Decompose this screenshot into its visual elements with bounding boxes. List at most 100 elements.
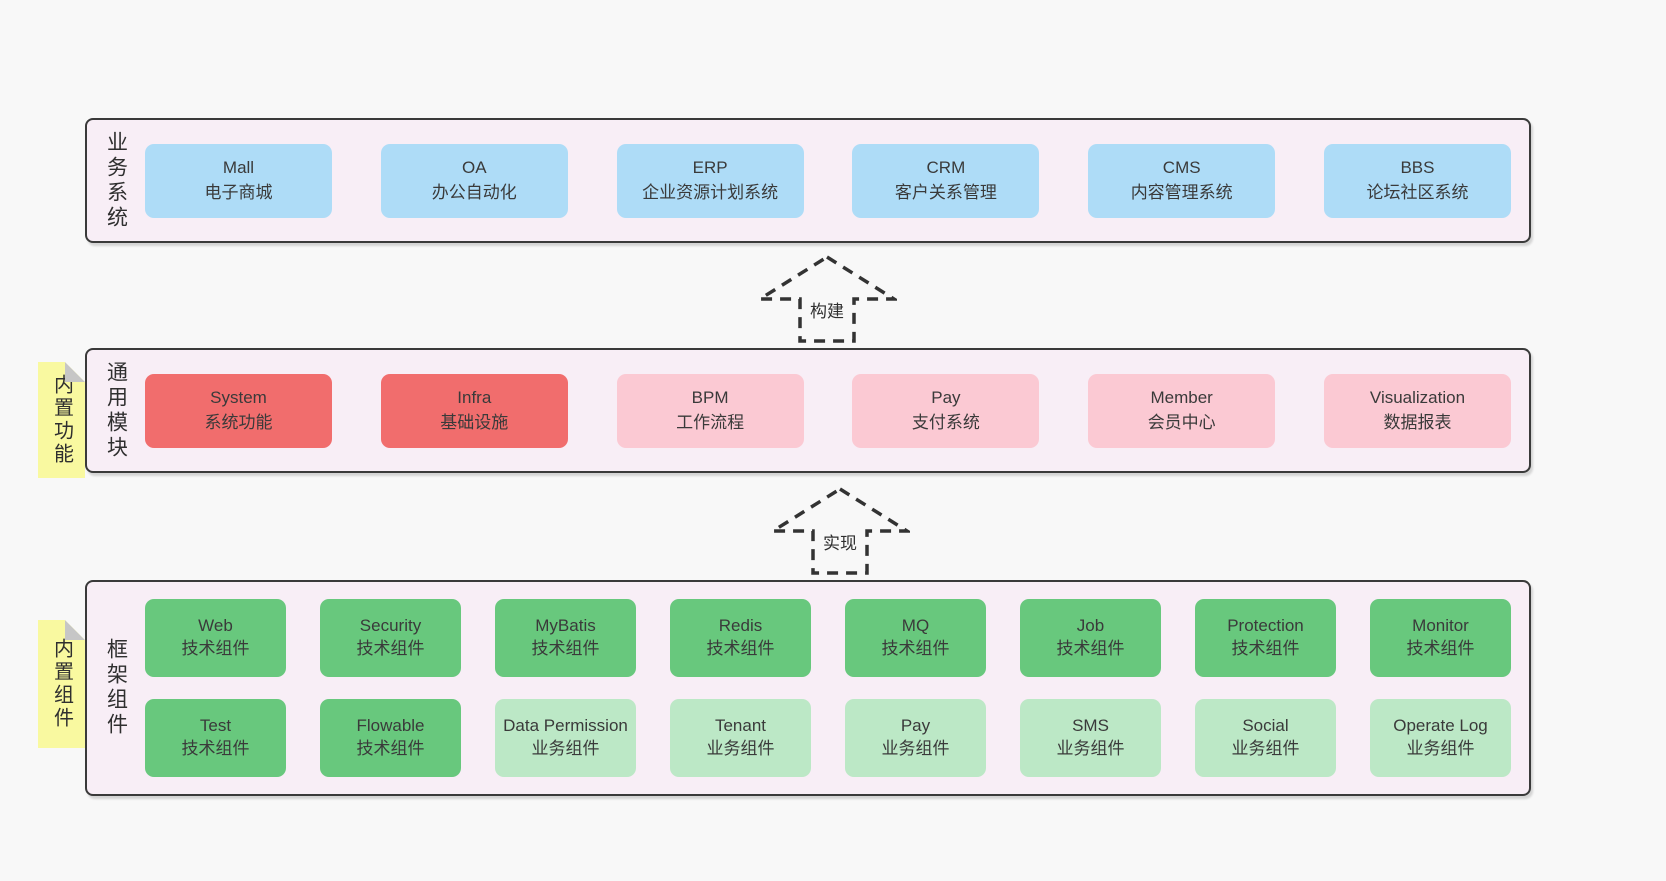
box-subtitle: 内容管理系统 xyxy=(1130,182,1233,202)
box-title: Flowable xyxy=(356,716,425,736)
arrow-build-label: 构建 xyxy=(806,296,848,323)
box-visualization: Visualization 数据报表 xyxy=(1323,373,1511,448)
box-subtitle: 支付系统 xyxy=(911,412,980,432)
box-title: BPM xyxy=(691,388,729,408)
box-subtitle: 业务组件 xyxy=(1231,739,1300,758)
box-subtitle: 技术组件 xyxy=(181,739,250,758)
box-title: Security xyxy=(359,616,422,636)
box-subtitle: 客户关系管理 xyxy=(894,182,997,202)
box-subtitle: 系统功能 xyxy=(204,412,273,432)
box-title: Data Permission xyxy=(503,716,628,736)
box-crm: CRM 客户关系管理 xyxy=(852,143,1040,218)
box-subtitle: 企业资源计划系统 xyxy=(642,182,779,202)
box-title: System xyxy=(210,388,267,408)
box-title: Operate Log xyxy=(1393,716,1488,736)
modules-box-rows: System 系统功能 Infra 基础设施 BPM 工作流程 Pay 支付系统 Member 会… xyxy=(145,350,1529,471)
box-redis: Redis 技术组件 xyxy=(670,599,811,677)
sticky-note-builtin-components: 内置组件 xyxy=(38,620,85,748)
box-operate-log: Operate Log 业务组件 xyxy=(1370,699,1511,777)
box-title: BBS xyxy=(1400,158,1435,178)
box-subtitle: 技术组件 xyxy=(1231,639,1300,658)
dashed-up-arrow-icon xyxy=(770,486,910,575)
box-subtitle: 数据报表 xyxy=(1383,412,1452,432)
box-subtitle: 业务组件 xyxy=(881,739,950,758)
box-title: Social xyxy=(1242,716,1289,736)
box-subtitle: 技术组件 xyxy=(356,739,425,758)
box-subtitle: 技术组件 xyxy=(881,639,950,658)
box-subtitle: 业务组件 xyxy=(1406,739,1475,758)
box-subtitle: 技术组件 xyxy=(706,639,775,658)
box-bpm: BPM 工作流程 xyxy=(616,373,804,448)
box-erp: ERP 企业资源计划系统 xyxy=(616,143,804,218)
box-oa: OA 办公自动化 xyxy=(380,143,568,218)
sticky-note-builtin-features: 内置功能 xyxy=(38,362,85,478)
box-subtitle: 技术组件 xyxy=(1056,639,1125,658)
panel-modules-label: 通用模块 xyxy=(104,360,128,461)
box-mall: Mall 电子商城 xyxy=(145,143,332,218)
box-title: Web xyxy=(198,616,233,636)
sticky-note-label: 内置组件 xyxy=(50,638,73,730)
box-member: Member 会员中心 xyxy=(1088,373,1276,448)
box-title: Pay xyxy=(900,716,931,736)
dashed-up-arrow-icon xyxy=(757,254,897,343)
box-system: System 系统功能 xyxy=(145,373,332,448)
box-title: Member xyxy=(1150,388,1213,408)
box-flowable: Flowable 技术组件 xyxy=(320,699,461,777)
panel-business-label: 业务系统 xyxy=(104,130,128,231)
panel-common-modules: 通用模块 System 系统功能 Infra 基础设施 BPM 工作流程 Pay 支付系统 Me… xyxy=(85,348,1531,473)
box-title: Mall xyxy=(222,158,255,178)
box-title: Visualization xyxy=(1369,388,1466,408)
box-data-permission: Data Permission 业务组件 xyxy=(495,699,636,777)
arrow-implement: 实现 xyxy=(770,486,910,576)
box-subtitle: 工作流程 xyxy=(676,412,745,432)
box-job: Job 技术组件 xyxy=(1020,599,1161,677)
box-title: OA xyxy=(462,158,487,178)
box-bbs: BBS 论坛社区系统 xyxy=(1323,143,1511,218)
box-web: Web 技术组件 xyxy=(145,599,286,677)
box-security: Security 技术组件 xyxy=(320,599,461,677)
box-subtitle: 基础设施 xyxy=(440,412,509,432)
box-subtitle: 业务组件 xyxy=(531,739,600,758)
box-subtitle: 办公自动化 xyxy=(431,182,517,202)
box-title: Job xyxy=(1076,616,1105,636)
box-title: MyBatis xyxy=(535,616,596,636)
box-title: CRM xyxy=(926,158,966,178)
arrow-build: 构建 xyxy=(757,254,897,344)
box-infra: Infra 基础设施 xyxy=(380,373,568,448)
box-title: MQ xyxy=(901,616,930,636)
box-subtitle: 电子商城 xyxy=(204,182,273,202)
panel-components-label: 框架组件 xyxy=(104,638,128,738)
box-subtitle: 业务组件 xyxy=(706,739,775,758)
box-subtitle: 技术组件 xyxy=(1406,639,1475,658)
box-title: Monitor xyxy=(1412,616,1469,636)
box-pay: Pay 业务组件 xyxy=(845,699,986,777)
arrow-implement-label: 实现 xyxy=(819,528,861,555)
box-subtitle: 业务组件 xyxy=(1056,739,1125,758)
box-subtitle: 论坛社区系统 xyxy=(1366,182,1469,202)
panel-business-systems: 业务系统 Mall 电子商城 OA 办公自动化 ERP 企业资源计划系统 CRM 客户关系管理… xyxy=(85,118,1531,243)
box-title: Redis xyxy=(718,616,763,636)
box-title: Infra xyxy=(457,388,492,408)
box-subtitle: 会员中心 xyxy=(1147,412,1216,432)
note-fold-icon xyxy=(65,620,85,640)
box-subtitle: 技术组件 xyxy=(181,639,250,658)
box-title: Pay xyxy=(931,388,961,408)
box-social: Social 业务组件 xyxy=(1195,699,1336,777)
box-pay: Pay 支付系统 xyxy=(852,373,1040,448)
box-subtitle: 技术组件 xyxy=(356,639,425,658)
box-title: ERP xyxy=(692,158,728,178)
box-title: Protection xyxy=(1227,616,1304,636)
sticky-note-label: 内置功能 xyxy=(50,374,73,466)
note-fold-icon xyxy=(65,362,85,382)
